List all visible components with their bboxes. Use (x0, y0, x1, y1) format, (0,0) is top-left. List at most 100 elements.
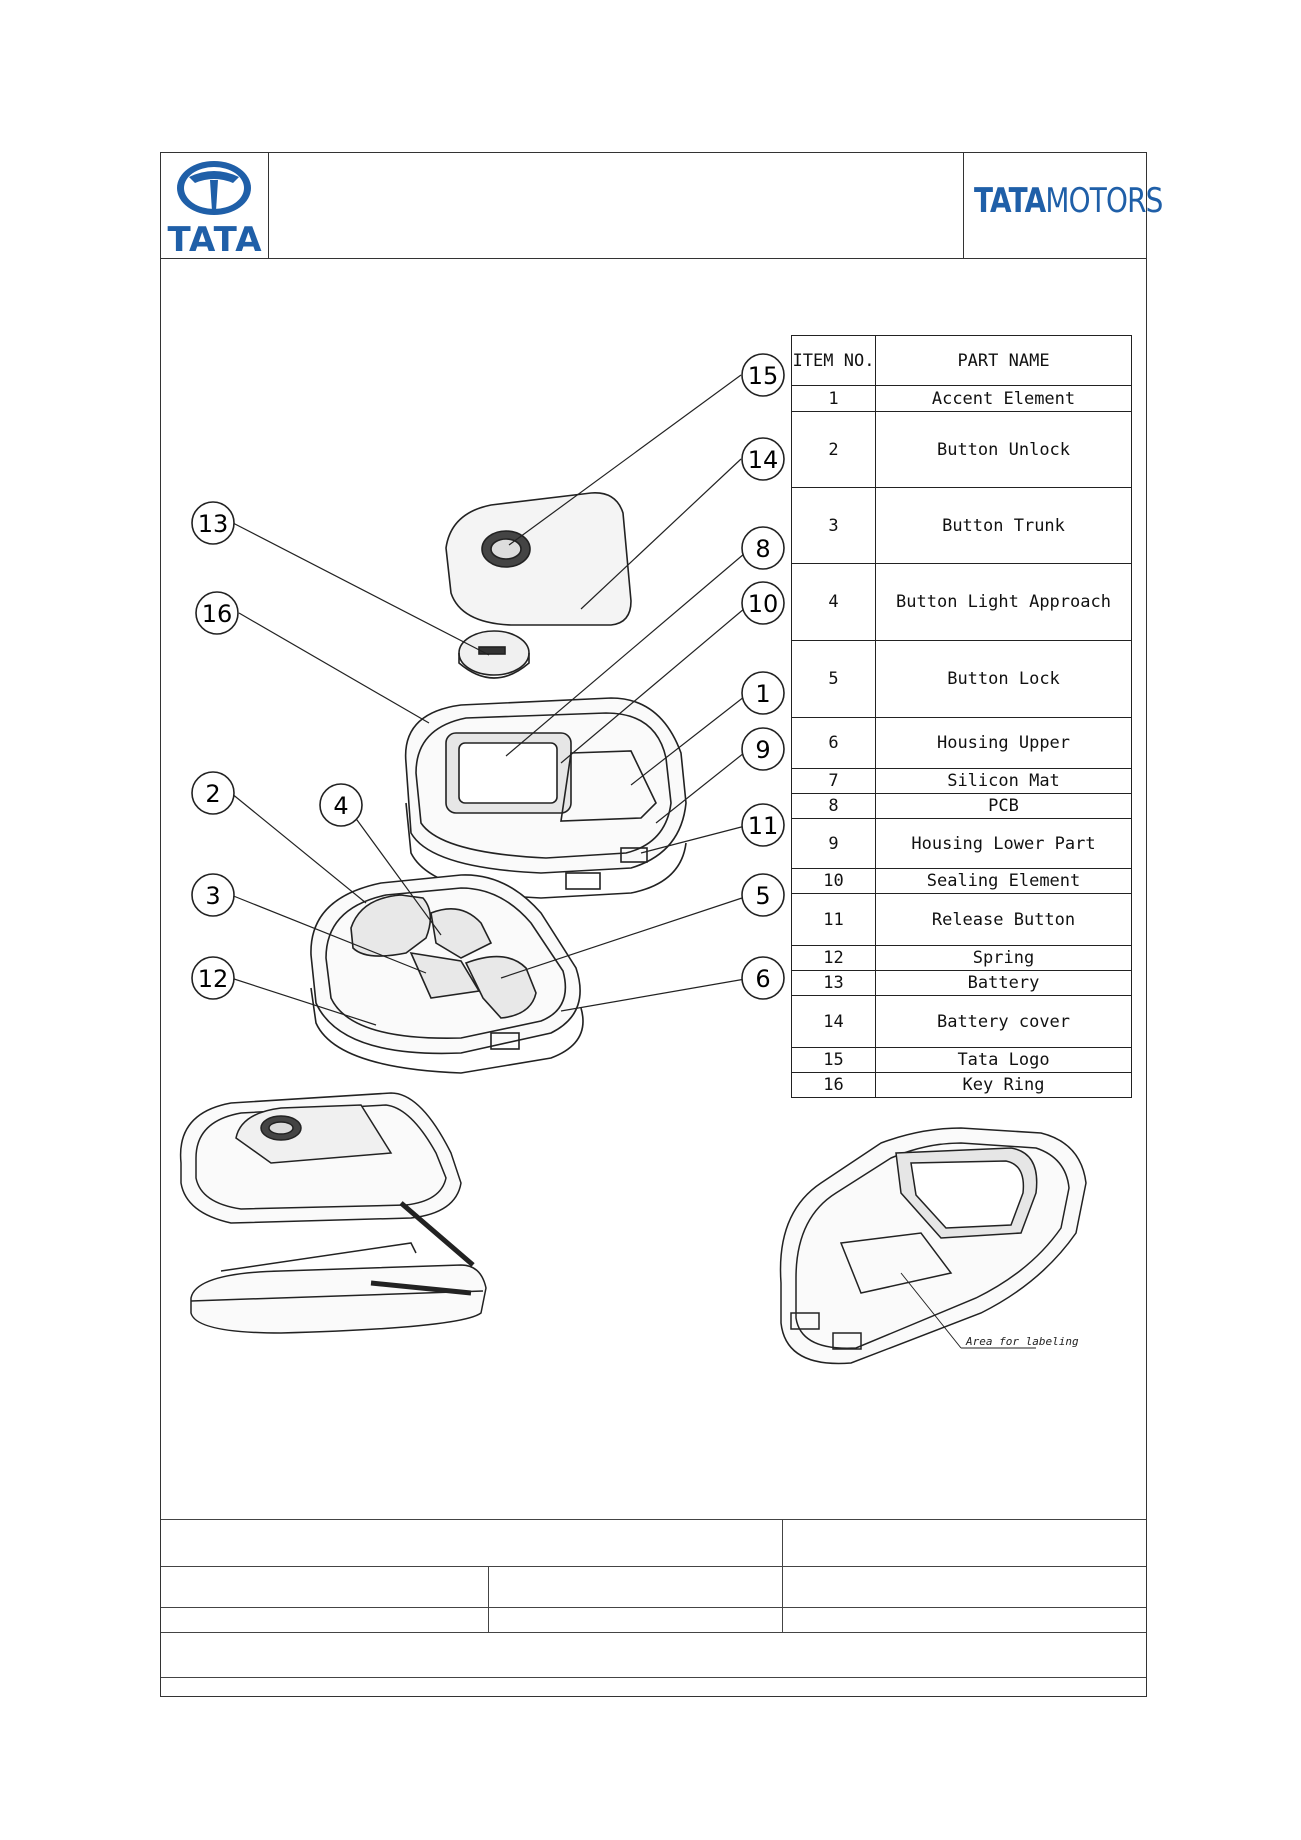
callout-4-label: 4 (333, 792, 348, 820)
part-name: Button Light Approach (875, 563, 1132, 641)
assembled-view-side (190, 1242, 487, 1334)
tata-emblem-logo: TATA (161, 153, 269, 260)
logo-text-motors: MOTORS (1045, 181, 1163, 221)
item-no: 7 (791, 768, 876, 794)
item-no: 8 (791, 793, 876, 819)
callout-13: 13 (191, 501, 235, 545)
callout-14: 14 (741, 437, 785, 481)
tata-logo-text: TATA (167, 220, 263, 260)
callout-1-label: 1 (755, 680, 770, 708)
callout-bubbles: 15 14 13 8 16 10 1 9 2 4 11 3 5 12 6 (191, 353, 785, 1000)
item-no: 5 (791, 640, 876, 718)
part-name: Button Trunk (875, 487, 1132, 564)
callout-14-label: 14 (748, 446, 779, 474)
part-name: Battery (875, 970, 1132, 996)
title-block-footer (161, 1519, 1146, 1698)
tata-motors-logo: TATAMOTORS (963, 153, 1163, 258)
callout-8: 8 (741, 526, 785, 570)
part-name: Tata Logo (875, 1047, 1132, 1073)
item-no: 6 (791, 717, 876, 769)
housing-lower-drawing (404, 697, 687, 899)
footer-rule (161, 1677, 1146, 1678)
tata-emblem-icon (177, 161, 251, 215)
part-name: Key Ring (875, 1072, 1132, 1098)
part-name: Housing Upper (875, 717, 1132, 769)
item-no: 9 (791, 818, 876, 869)
part-name: Silicon Mat (875, 768, 1132, 794)
item-no: 14 (791, 995, 876, 1048)
item-no: 10 (791, 868, 876, 894)
tata-motors-logo-text: TATAMOTORS (974, 181, 1163, 221)
callout-12-label: 12 (198, 965, 229, 993)
logo-text-tata: TATA (974, 181, 1046, 221)
header-item-no: ITEM NO. (791, 335, 876, 386)
battery-cover-drawing (445, 492, 632, 626)
part-name: Spring (875, 945, 1132, 971)
callout-13-label: 13 (198, 510, 229, 538)
assembled-view-top (179, 1092, 475, 1267)
drawing-sheet: TATA TATAMOTORS (160, 152, 1163, 1698)
callout-11-label: 11 (748, 812, 779, 840)
exploded-view-drawing: 15 14 13 8 16 10 1 9 2 4 11 3 5 12 6 (179, 353, 1087, 1365)
item-no: 11 (791, 893, 876, 946)
callout-15-label: 15 (748, 362, 779, 390)
callout-16: 16 (195, 591, 239, 635)
housing-upper-drawing (310, 874, 584, 1074)
button-light-approach-drawing (430, 907, 493, 959)
item-no: 2 (791, 411, 876, 488)
callout-8-label: 8 (755, 535, 770, 563)
callout-15: 15 (741, 353, 785, 397)
button-unlock-drawing (350, 894, 432, 957)
item-no: 15 (791, 1047, 876, 1073)
footer-rule (161, 1566, 1146, 1567)
assembled-view-rear (779, 1127, 1087, 1365)
part-name: PCB (875, 793, 1132, 819)
table-header-row: ITEM NO. PART NAME (791, 335, 1132, 386)
callout-3-label: 3 (205, 882, 220, 910)
item-no: 3 (791, 487, 876, 564)
header-part-name: PART NAME (875, 335, 1132, 386)
part-name: Housing Lower Part (875, 818, 1132, 869)
battery-drawing (458, 630, 530, 679)
title-block-header: TATA TATAMOTORS (161, 153, 1163, 260)
part-name: Battery cover (875, 995, 1132, 1048)
callout-3: 3 (191, 873, 235, 917)
leader-lines (230, 374, 752, 1026)
part-name: Button Unlock (875, 411, 1132, 488)
callout-10-label: 10 (748, 590, 779, 618)
item-no: 16 (791, 1072, 876, 1098)
callout-5-label: 5 (755, 882, 770, 910)
part-name: Release Button (875, 893, 1132, 946)
callout-10: 10 (741, 581, 785, 625)
item-no: 13 (791, 970, 876, 996)
callout-16-label: 16 (202, 600, 233, 628)
callout-11: 11 (741, 803, 785, 847)
callout-4: 4 (319, 783, 363, 827)
callout-2-label: 2 (205, 780, 220, 808)
callout-1: 1 (741, 671, 785, 715)
callout-12: 12 (191, 956, 235, 1000)
footer-divider (782, 1519, 783, 1632)
footer-divider (488, 1566, 489, 1632)
labeling-area-annotation: Area for labeling (965, 1335, 1079, 1348)
part-name: Accent Element (875, 385, 1132, 412)
callout-2: 2 (191, 771, 235, 815)
item-no: 1 (791, 385, 876, 412)
callout-6: 6 (741, 956, 785, 1000)
